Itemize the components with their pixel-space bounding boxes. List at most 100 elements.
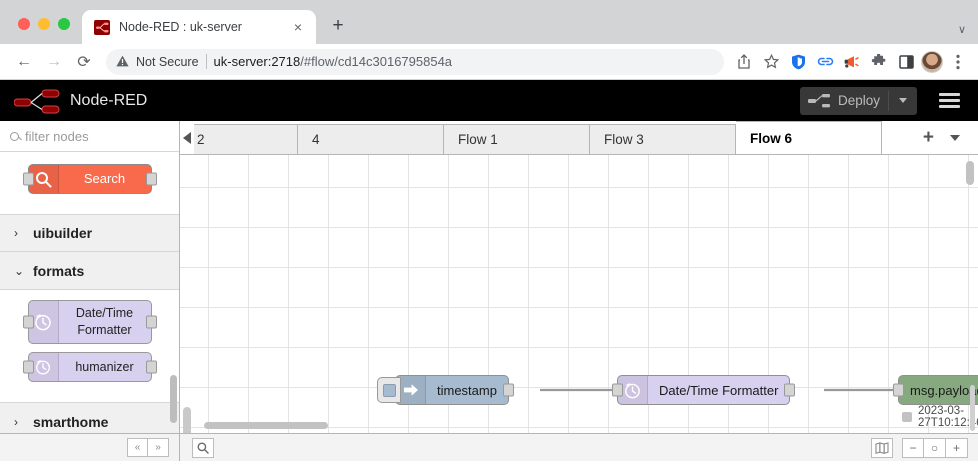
profile-avatar[interactable]	[921, 50, 943, 73]
flow-menu-caret-icon[interactable]	[950, 134, 960, 141]
chevron-down-icon[interactable]: ∨	[957, 24, 966, 36]
browser-toolbar: ← → ⟳ Not Secure uk-server:2718/#flow/cd…	[0, 44, 978, 80]
map-icon[interactable]	[871, 437, 893, 458]
flow-node-label: timestamp	[437, 382, 497, 398]
canvas-vertical-scrollbar[interactable]	[966, 161, 974, 185]
expand-all-button[interactable]: »	[148, 438, 169, 457]
node-red-favicon	[94, 19, 110, 35]
chevron-down-icon[interactable]	[899, 98, 907, 103]
share-icon[interactable]	[732, 50, 756, 74]
clock-icon	[618, 376, 648, 404]
node-input-port[interactable]	[893, 383, 904, 397]
collapse-all-button[interactable]: «	[127, 438, 148, 457]
status-bar: « » − ○ +	[0, 433, 978, 461]
palette-category-formats[interactable]: ⌄ formats	[0, 252, 179, 290]
clock-icon	[28, 353, 59, 381]
status-dot-icon	[902, 412, 912, 422]
zoom-reset-button[interactable]: ○	[924, 437, 946, 458]
browser-tab[interactable]: Node-RED : uk-server ×	[82, 10, 316, 44]
flow-node-datetime-formatter[interactable]: Date/Time Formatter	[612, 375, 796, 405]
canvas-left-scrollbar[interactable]	[183, 407, 191, 433]
node-palette: filter nodes Search › uibuilder	[0, 121, 180, 433]
palette-node-humanizer[interactable]: humanizer	[22, 352, 157, 382]
chevron-left-icon	[183, 131, 191, 144]
minimize-window-button[interactable]	[38, 18, 50, 30]
palette-scrollbar[interactable]	[170, 375, 177, 423]
flow-node-debug[interactable]: msg.payload	[893, 375, 978, 405]
chevron-right-icon: ›	[14, 414, 18, 429]
flow-tab-bar: 2 4 Flow 1 Flow 3 Flow 6	[180, 121, 978, 155]
palette-node-label: Search	[83, 171, 126, 187]
extensions-puzzle-icon[interactable]	[867, 50, 891, 74]
omnibox-divider	[205, 54, 207, 69]
node-input-port[interactable]	[612, 383, 623, 397]
megaphone-icon[interactable]	[840, 50, 864, 74]
browser-tab-title: Node-RED : uk-server	[119, 20, 242, 34]
flow-tab-actions: +	[900, 121, 978, 154]
palette-filter-input[interactable]: filter nodes	[0, 121, 179, 152]
palette-node-label: Date/Time Formatter	[75, 306, 134, 337]
arrow-right-icon	[396, 376, 426, 404]
flow-tab-label: 4	[312, 132, 320, 147]
flow-node-inject[interactable]: timestamp	[377, 375, 514, 405]
search-icon[interactable]	[192, 437, 214, 458]
node-output-port[interactable]	[502, 383, 514, 397]
deploy-node-icon	[807, 93, 830, 107]
node-output-port	[145, 360, 157, 374]
nodered-title: Node-RED	[70, 91, 148, 109]
palette-node-label: humanizer	[75, 359, 134, 374]
back-button[interactable]: ←	[16, 52, 32, 70]
window-traffic-lights	[0, 18, 82, 44]
toolbar-icons	[732, 50, 970, 74]
forward-button[interactable]: →	[46, 52, 62, 70]
add-flow-button[interactable]: +	[922, 127, 934, 148]
node-output-port	[145, 172, 157, 186]
chrome-menu-icon[interactable]	[946, 50, 970, 74]
zoom-out-button[interactable]: −	[902, 437, 924, 458]
flow-tab-2[interactable]: 2	[194, 124, 298, 154]
browser-tab-strip: Node-RED : uk-server × + ∨	[0, 0, 978, 44]
tab-scroll-left-button[interactable]	[180, 121, 194, 154]
palette-filter-placeholder: filter nodes	[25, 128, 89, 144]
palette-node-datetime-formatter[interactable]: Date/Time Formatter	[22, 300, 157, 344]
palette-category-label: formats	[33, 262, 85, 279]
deploy-button[interactable]: Deploy	[799, 86, 917, 115]
canvas-horizontal-scrollbar[interactable]	[204, 422, 328, 429]
security-label: Not Secure	[136, 54, 199, 69]
shield-icon[interactable]	[786, 50, 810, 74]
inject-trigger-button[interactable]	[377, 377, 401, 403]
palette-category-smarthome[interactable]: › smarthome	[0, 403, 179, 433]
flow-tab-4[interactable]: 4	[298, 124, 444, 154]
palette-category-uibuilder[interactable]: › uibuilder	[0, 214, 179, 252]
new-tab-button[interactable]: +	[332, 15, 344, 36]
nodered-main: filter nodes Search › uibuilder	[0, 121, 978, 433]
flow-tab-flow-1[interactable]: Flow 1	[444, 124, 590, 154]
url-text: uk-server:2718/#flow/cd14c3016795854a	[214, 54, 453, 69]
hamburger-menu[interactable]	[933, 93, 978, 108]
address-bar[interactable]: Not Secure uk-server:2718/#flow/cd14c301…	[106, 48, 724, 75]
flow-tab-label: Flow 1	[458, 132, 498, 147]
status-text: 2023-03-27T10:12:46.986Z	[918, 405, 978, 429]
node-input-port	[22, 360, 34, 374]
flow-tab-flow-3[interactable]: Flow 3	[590, 124, 736, 154]
link-icon[interactable]	[813, 50, 837, 74]
maximize-window-button[interactable]	[58, 18, 70, 30]
palette-category-label: uibuilder	[33, 225, 93, 241]
flow-tab-flow-6[interactable]: Flow 6	[736, 121, 882, 154]
sidepanel-icon[interactable]	[894, 50, 918, 74]
debug-node-status: 2023-03-27T10:12:46.986Z	[902, 405, 978, 429]
url-path: /#flow/cd14c3016795854a	[300, 54, 453, 69]
flow-canvas[interactable]: timestamp Date/Time Formatter msg.payloa…	[180, 155, 978, 433]
reload-button[interactable]: ⟳	[77, 53, 91, 71]
palette-category-label: smarthome	[33, 413, 109, 430]
palette-node-search[interactable]: Search	[22, 164, 157, 194]
close-icon[interactable]: ×	[293, 19, 303, 35]
chevron-right-icon: ›	[14, 226, 18, 240]
bookmark-star-icon[interactable]	[759, 50, 783, 74]
palette-category-formats-body: Date/Time Formatter humanizer	[0, 290, 179, 403]
zoom-in-button[interactable]: +	[946, 437, 968, 458]
canvas-vertical-scrollbar-secondary[interactable]	[970, 385, 975, 431]
node-output-port[interactable]	[784, 383, 796, 397]
close-window-button[interactable]	[18, 18, 30, 30]
node-red-logo-icon	[14, 89, 60, 113]
